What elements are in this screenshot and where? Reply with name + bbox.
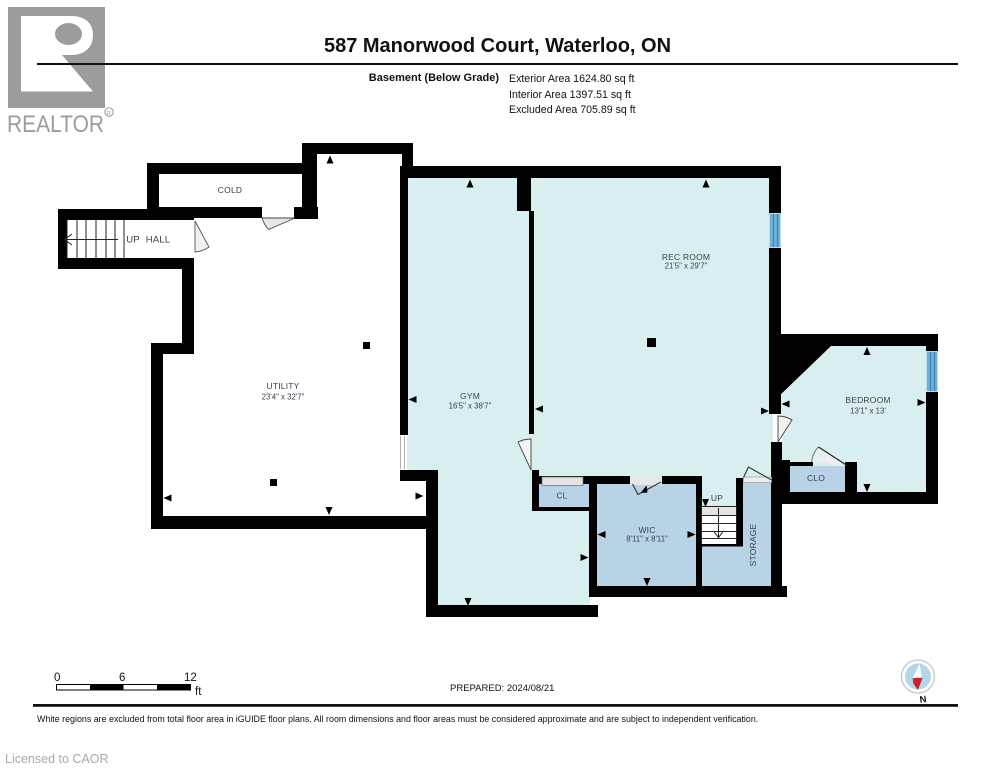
svg-text:White regions are excluded fro: White regions are excluded from total fl… [37,714,758,724]
svg-text:R: R [106,110,111,117]
svg-text:12: 12 [184,672,197,684]
svg-text:PREPARED: 2024/08/21: PREPARED: 2024/08/21 [450,683,554,694]
svg-text:6: 6 [119,672,125,684]
svg-text:Licensed to CAOR: Licensed to CAOR [5,752,109,766]
svg-text:0: 0 [54,672,60,684]
svg-text:ft: ft [195,686,202,698]
svg-text:REALTOR: REALTOR [7,111,104,138]
svg-text:N: N [919,694,927,706]
